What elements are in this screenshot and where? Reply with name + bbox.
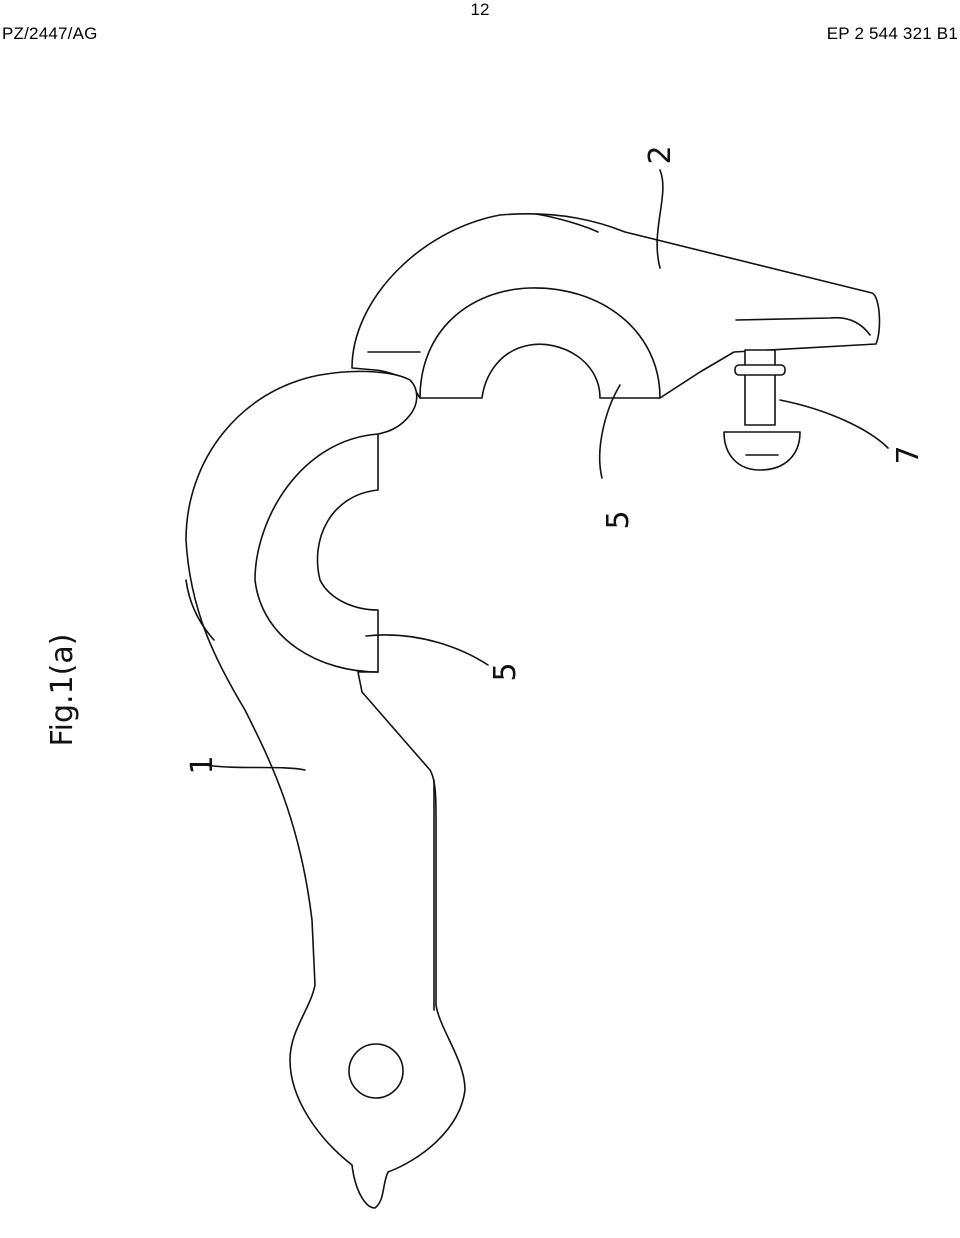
patent-number: EP 2 544 321 B1 (826, 24, 958, 43)
page-number: 12 (470, 0, 490, 19)
reference-leaders (204, 169, 889, 771)
label-part-1: 1 (185, 755, 220, 774)
label-part-5-lower: 5 (488, 662, 523, 681)
label-part-7: 7 (891, 445, 926, 464)
lever-arm-part-1 (185, 370, 466, 1209)
label-part-2: 2 (643, 145, 678, 164)
leader-part-5-lower (365, 634, 489, 666)
leader-part-7 (779, 399, 889, 449)
figure-caption: Fig.1(a) (45, 634, 80, 747)
leader-part-5-upper (598, 384, 621, 479)
screw-part-7 (723, 349, 801, 471)
leader-part-1 (204, 764, 306, 771)
application-reference: PZ/2447/AG (2, 24, 98, 43)
leader-part-2 (656, 169, 664, 269)
clamp-jaw-part-2 (351, 213, 881, 399)
reference-labels: 2 5 5 7 1 Fig.1(a) (45, 145, 926, 774)
label-part-5-upper: 5 (601, 510, 636, 529)
